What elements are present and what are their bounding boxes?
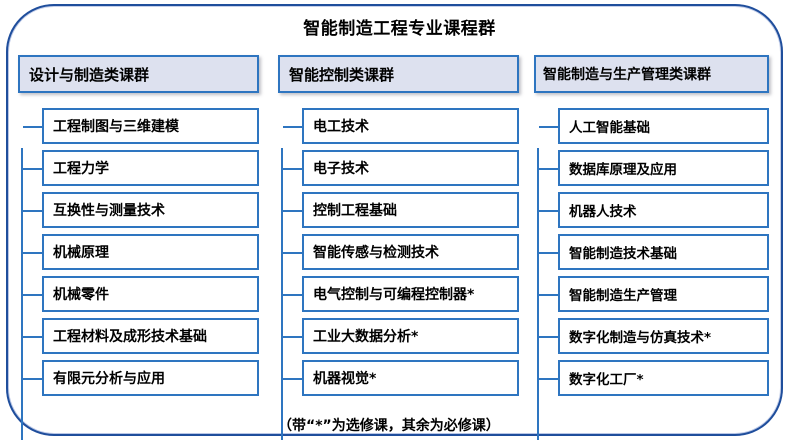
connector-trunk: [21, 148, 23, 440]
course-item[interactable]: 机械原理: [23, 234, 259, 270]
course-item[interactable]: 电子技术: [283, 150, 519, 186]
course-item[interactable]: 工程力学: [23, 150, 259, 186]
course-item[interactable]: 数字化工厂*: [539, 360, 769, 396]
course-group-column-design-manufacturing: 设计与制造类课群 工程制图与三维建模 工程力学 互换性与测量技术 机械原理 机械…: [18, 55, 259, 440]
outer-frame: [6, 4, 783, 436]
course-item[interactable]: 工程材料及成形技术基础: [23, 318, 259, 354]
course-item[interactable]: 机器视觉*: [283, 360, 519, 396]
course-item[interactable]: 有限元分析与应用: [23, 360, 259, 396]
connector-trunk: [281, 148, 283, 440]
course-group-column-intelligent-control: 智能控制类课群 电工技术 电子技术 控制工程基础 智能传感与检测技术 电气控制与…: [278, 55, 519, 440]
course-item[interactable]: 智能传感与检测技术: [283, 234, 519, 270]
course-item[interactable]: 机器人技术: [539, 192, 769, 228]
page-title: 智能制造工程专业课程群: [303, 19, 496, 39]
course-item[interactable]: 电气控制与可编程控制器*: [283, 276, 519, 312]
course-item[interactable]: 工业大数据分析*: [283, 318, 519, 354]
course-group-column-smart-manufacturing-management: 智能制造与生产管理类课群 人工智能基础 数据库原理及应用 机器人技术 智能制造技…: [534, 55, 769, 440]
legend-note: （带“*”为选修课，其余为必修课）: [278, 418, 500, 434]
course-item[interactable]: 控制工程基础: [283, 192, 519, 228]
course-list: 工程制图与三维建模 工程力学 互换性与测量技术 机械原理 机械零件 工程材料及成…: [23, 108, 259, 396]
course-item[interactable]: 数据库原理及应用: [539, 150, 769, 186]
group-header[interactable]: 设计与制造类课群: [18, 55, 259, 93]
group-header[interactable]: 智能制造与生产管理类课群: [534, 55, 769, 93]
group-header[interactable]: 智能控制类课群: [278, 55, 519, 93]
course-item[interactable]: 智能制造技术基础: [539, 234, 769, 270]
course-item[interactable]: 工程制图与三维建模: [23, 108, 259, 144]
course-item[interactable]: 互换性与测量技术: [23, 192, 259, 228]
course-item[interactable]: 电工技术: [283, 108, 519, 144]
course-item[interactable]: 数字化制造与仿真技术*: [539, 318, 769, 354]
course-list: 电工技术 电子技术 控制工程基础 智能传感与检测技术 电气控制与可编程控制器* …: [283, 108, 519, 396]
course-item[interactable]: 智能制造生产管理: [539, 276, 769, 312]
connector-trunk: [537, 148, 539, 440]
course-list: 人工智能基础 数据库原理及应用 机器人技术 智能制造技术基础 智能制造生产管理 …: [539, 108, 769, 396]
course-item[interactable]: 机械零件: [23, 276, 259, 312]
course-item[interactable]: 人工智能基础: [539, 108, 769, 144]
